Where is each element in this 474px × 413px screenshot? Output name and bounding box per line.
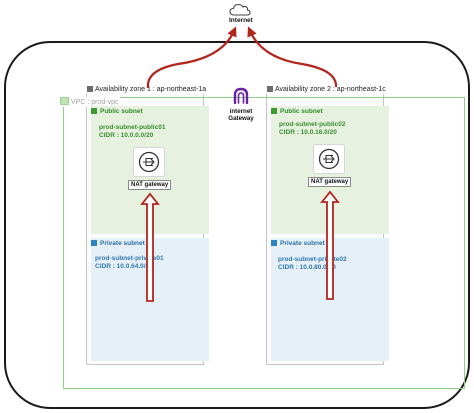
arrow-az2-to-internet <box>247 26 338 88</box>
vpc-boundary <box>63 97 465 389</box>
private-subnet-icon <box>271 240 277 246</box>
nat-gateway-icon <box>318 148 340 170</box>
public-subnet-2-name: prod-subnet-public02 <box>279 121 346 128</box>
cloud-icon <box>229 2 251 16</box>
availability-zone-2-label: Availability zone 2 : ap-northeast-1c <box>265 85 388 94</box>
arrow-private1-to-nat1 <box>140 192 160 302</box>
private-subnet-1-cidr: CIDR : 10.0.64.0/20 <box>95 263 153 270</box>
private-subnet-1-name: prod-subnet-private01 <box>95 255 164 262</box>
private-subnet-2-title: Private subnet <box>271 240 325 248</box>
nat-gateway-1-box <box>133 147 165 177</box>
private-subnet-icon <box>91 240 97 246</box>
public-subnet-1-title: Public subnet <box>91 108 143 116</box>
public-subnet-1-cidr: CIDR : 10.0.0.0/20 <box>99 132 154 139</box>
nat-gateway-2-label: NAT gateway <box>308 177 352 187</box>
internet-gateway-icon <box>232 87 250 105</box>
availability-zone-icon <box>87 86 93 92</box>
public-subnet-2-cidr: CIDR : 10.0.16.0/20 <box>279 129 337 136</box>
availability-zone-icon <box>267 86 273 92</box>
private-subnet-2-cidr: CIDR : 10.0.80.0/20 <box>278 264 336 271</box>
vpc-label: VPC : prod-vpc <box>60 97 121 107</box>
private-subnet-1-title: Private subnet <box>91 240 145 248</box>
public-subnet-1-name: prod-subnet-public01 <box>99 124 166 131</box>
nat-gateway-2-box <box>313 144 345 174</box>
arrow-private2-to-nat2 <box>320 190 340 300</box>
cloud-boundary <box>4 41 470 409</box>
public-subnet-icon <box>271 108 277 114</box>
nat-gateway-1-label: NAT gateway <box>128 180 172 190</box>
vpc-icon <box>60 97 69 105</box>
internet-label: Internet <box>229 17 253 24</box>
nat-gateway-icon <box>138 151 160 173</box>
availability-zone-1-label: Availability zone 1 : ap-northeast-1a <box>85 85 209 94</box>
internet-gateway-label: internet Gateway <box>226 108 256 122</box>
public-subnet-icon <box>91 108 97 114</box>
public-subnet-2-title: Public subnet <box>271 108 323 116</box>
arrow-az1-to-internet <box>146 26 237 89</box>
private-subnet-2-name: prod-subnet-private02 <box>278 256 347 263</box>
